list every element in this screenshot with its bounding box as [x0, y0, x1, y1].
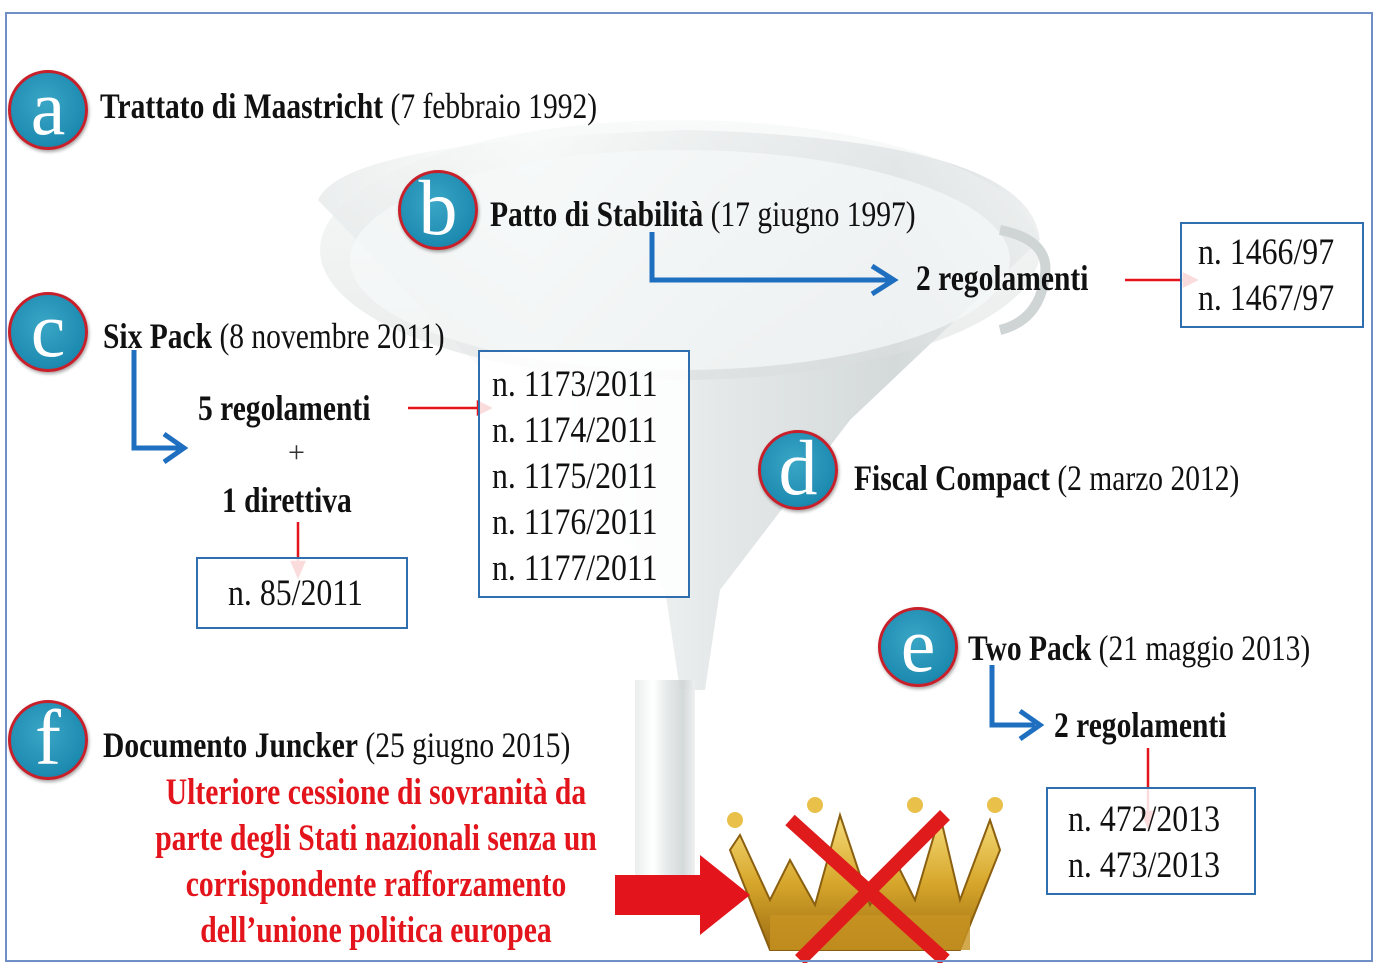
item-c-plus: +	[288, 436, 305, 469]
badge-d: d	[758, 429, 838, 510]
item-b-ref: n. 1467/97	[1198, 278, 1335, 319]
badge-b: b	[398, 169, 478, 250]
item-c-directive-ref: n. 85/2011	[228, 573, 363, 614]
item-b-ref: n. 1466/97	[1198, 232, 1335, 273]
conclusion-line: Ulteriore cessione di sovranità da	[165, 772, 587, 813]
item-c-ref: n. 1174/2011	[492, 410, 658, 451]
item-b-result: 2 regolamenti	[916, 258, 1089, 298]
crown-icon	[727, 797, 1003, 951]
item-c-ref: n. 1173/2011	[492, 364, 658, 405]
item-c-result2: 1 direttiva	[222, 480, 352, 520]
badge-c: c	[8, 291, 88, 372]
badge-f: f	[8, 699, 88, 780]
item-e-refs-box: n. 472/2013 n. 473/2013	[1046, 787, 1256, 895]
item-e-title: Two Pack (21 maggio 2013)	[968, 628, 1311, 668]
item-a-title: Trattato di Maastricht (7 febbraio 1992)	[100, 86, 598, 126]
item-e-result: 2 regolamenti	[1054, 705, 1227, 745]
badge-e: e	[878, 606, 958, 687]
item-f-title: Documento Juncker (25 giugno 2015)	[103, 725, 571, 765]
conclusion-arrow	[615, 855, 750, 935]
item-c-ref: n. 1177/2011	[492, 548, 658, 589]
conclusion-line: parte degli Stati nazionali senza un	[155, 818, 597, 859]
badge-a: a	[8, 69, 88, 150]
item-c-directive-box: n. 85/2011	[196, 557, 408, 629]
item-c-refs-box: n. 1173/2011 n. 1174/2011 n. 1175/2011 n…	[478, 350, 690, 598]
conclusion-line: dell’unione politica europea	[200, 910, 552, 951]
cross-icon	[785, 810, 950, 963]
item-b-title: Patto di Stabilità (17 giugno 1997)	[490, 194, 916, 234]
item-d-title: Fiscal Compact (2 marzo 2012)	[854, 458, 1240, 498]
item-c-title: Six Pack (8 novembre 2011)	[103, 316, 445, 356]
item-b-refs-box: n. 1466/97 n. 1467/97	[1180, 222, 1364, 328]
item-c-result: 5 regolamenti	[198, 388, 371, 428]
item-c-ref: n. 1175/2011	[492, 456, 658, 497]
item-e-ref: n. 473/2013	[1068, 845, 1221, 886]
blue-arrows	[131, 232, 1045, 742]
diagram-frame	[5, 12, 1373, 962]
item-c-ref: n. 1176/2011	[492, 502, 658, 543]
conclusion-text: Ulteriore cessione di sovranità da parte…	[100, 770, 652, 954]
item-e-ref: n. 472/2013	[1068, 799, 1221, 840]
conclusion-line: corrispondente rafforzamento	[185, 864, 567, 905]
